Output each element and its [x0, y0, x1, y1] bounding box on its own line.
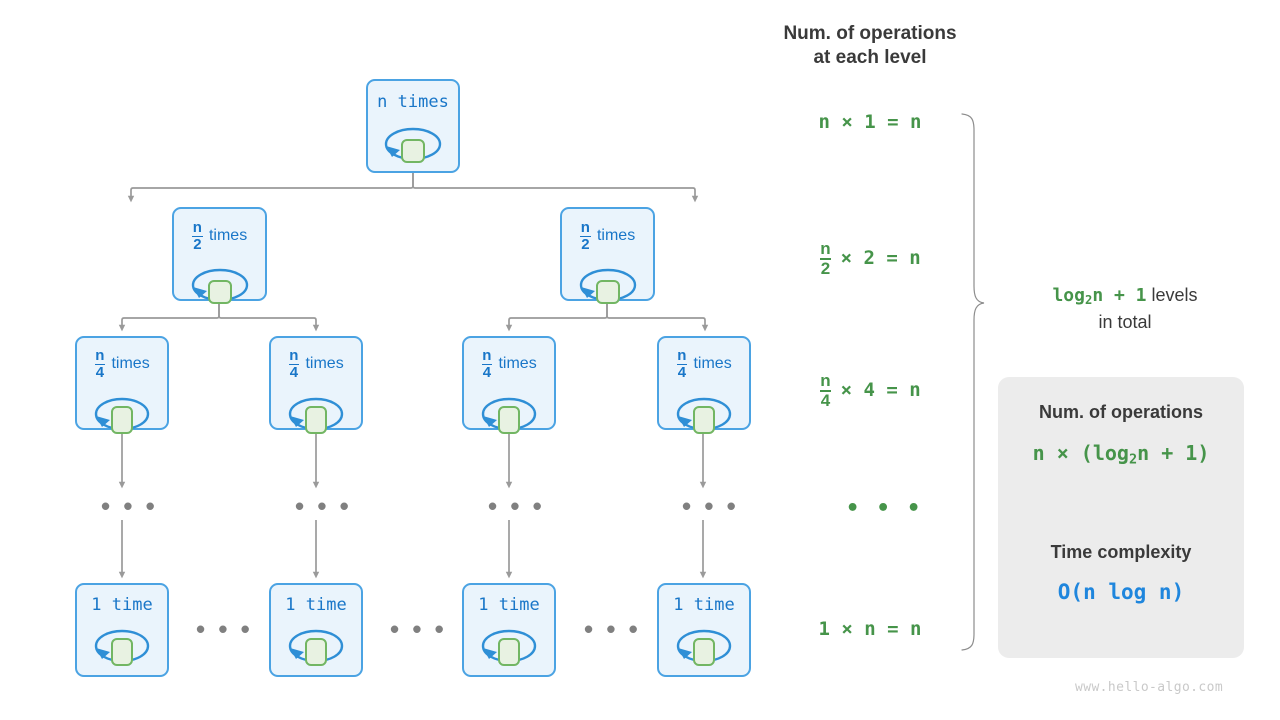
levels-brace	[961, 113, 985, 651]
levels-note-line2: in total	[1098, 311, 1152, 332]
node-label: n 4 times	[481, 347, 537, 381]
summary-card: Num. of operations n × (log2n + 1) Time …	[998, 377, 1244, 658]
operations-row-2: n 2 × 2 = n	[760, 240, 980, 277]
fraction: n 4	[676, 347, 688, 381]
edge-l2b-c4	[606, 301, 709, 332]
level-ellipsis-2: • • •	[295, 491, 352, 521]
operations-row-5: 1 × n = n	[760, 620, 980, 639]
node-label: 1 time	[478, 595, 540, 615]
node-label: n 2 times	[580, 219, 636, 253]
card-operations-formula: n × (log2n + 1)	[1032, 441, 1210, 468]
tree-node-leaf-2[interactable]: 1 time	[269, 583, 363, 677]
fraction: n 2	[819, 239, 832, 278]
node-label: n 4 times	[94, 347, 150, 381]
leaf-separator-3: • • •	[584, 614, 641, 644]
loop-glyph	[77, 614, 167, 675]
node-label: n times	[377, 92, 449, 112]
loop-glyph	[464, 380, 554, 435]
leaf-separator-1: • • •	[196, 614, 253, 644]
node-label: n 2 times	[192, 219, 248, 253]
node-label: 1 time	[91, 595, 153, 615]
fraction: n 4	[288, 347, 300, 381]
watermark: www.hello-algo.com	[1075, 680, 1224, 695]
loop-glyph	[659, 380, 749, 435]
fraction: n 2	[192, 219, 203, 253]
level-ellipsis-1: • • •	[101, 491, 158, 521]
levels-note-tail: levels	[1146, 285, 1198, 305]
node-label: 1 time	[285, 595, 347, 615]
loop-glyph	[271, 380, 361, 435]
levels-note-formula: log2n + 1	[1052, 285, 1147, 308]
loop-glyph	[464, 614, 554, 675]
operations-row-1-text: n × 1 = n	[818, 111, 922, 133]
loop-glyph	[174, 252, 265, 305]
loop-glyph	[77, 380, 167, 435]
levels-note: log2n + 1 levels in total	[975, 283, 1275, 335]
card-heading-complexity: Time complexity	[1050, 542, 1192, 563]
fraction: n 2	[580, 219, 591, 253]
node-label: n 4 times	[288, 347, 344, 381]
tree-node-l3-1[interactable]: n 4 times	[75, 336, 169, 435]
fraction: n 4	[481, 347, 493, 381]
operations-row-3: n 4 × 4 = n	[760, 372, 980, 409]
tree-node-root[interactable]: n times	[366, 79, 460, 173]
edge-root-left	[127, 173, 414, 203]
loop-glyph	[368, 111, 458, 171]
operations-row-1: n × 1 = n	[760, 113, 980, 132]
level-ellipsis-3: • • •	[488, 491, 545, 521]
fraction: n 4	[94, 347, 106, 381]
tree-node-leaf-1[interactable]: 1 time	[75, 583, 169, 677]
edge-l2a-c2	[218, 301, 320, 332]
loop-glyph	[271, 614, 361, 675]
edge-root-right	[412, 173, 699, 203]
tree-node-l3-2[interactable]: n 4 times	[269, 336, 363, 435]
card-complexity-value: O(n log n)	[1057, 580, 1185, 605]
tree-node-l2-1[interactable]: n 2 times	[172, 207, 267, 305]
node-label: n 4 times	[676, 347, 732, 381]
tree-node-leaf-4[interactable]: 1 time	[657, 583, 751, 677]
operations-row-2-text: × 2 = n	[840, 247, 921, 270]
card-heading-operations: Num. of operations	[1038, 402, 1203, 422]
level-ellipsis-4: • • •	[682, 491, 739, 521]
node-label: 1 time	[673, 595, 735, 615]
operations-row-3-text: × 4 = n	[840, 379, 921, 402]
operations-row-5-text: 1 × n = n	[818, 618, 922, 640]
tree-node-leaf-3[interactable]: 1 time	[462, 583, 556, 677]
operations-column-title: Num. of operations at each level	[783, 23, 957, 69]
leaf-separator-2: • • •	[390, 614, 447, 644]
operations-row-4-ellipsis: • • •	[846, 496, 923, 521]
loop-glyph	[659, 614, 749, 675]
loop-glyph	[562, 252, 653, 305]
tree-node-l2-2[interactable]: n 2 times	[560, 207, 655, 305]
tree-node-l3-3[interactable]: n 4 times	[462, 336, 556, 435]
fraction: n 4	[819, 371, 832, 410]
tree-node-l3-4[interactable]: n 4 times	[657, 336, 751, 435]
